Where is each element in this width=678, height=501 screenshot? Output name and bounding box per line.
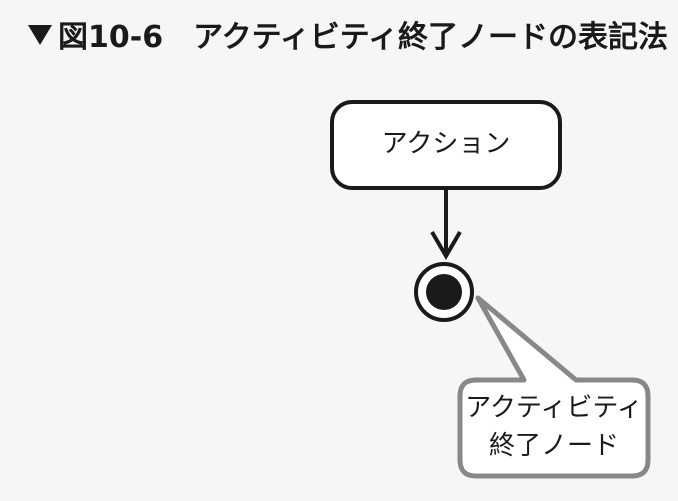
figure-title: 図10-6 アクティビティ終了ノードの表記法: [28, 18, 668, 58]
activity-final-node-inner: [426, 274, 462, 310]
control-flow-arrowhead: [430, 230, 462, 260]
note-label-line-1: アクティビティ: [465, 393, 643, 423]
triangle-down-icon: [28, 25, 52, 45]
note-callout: [457, 295, 651, 479]
note-label-line-2: 終了ノード: [488, 431, 619, 461]
figure-title-text: 図10-6 アクティビティ終了ノードの表記法: [58, 20, 668, 55]
action-node-label: アクション: [381, 129, 511, 159]
